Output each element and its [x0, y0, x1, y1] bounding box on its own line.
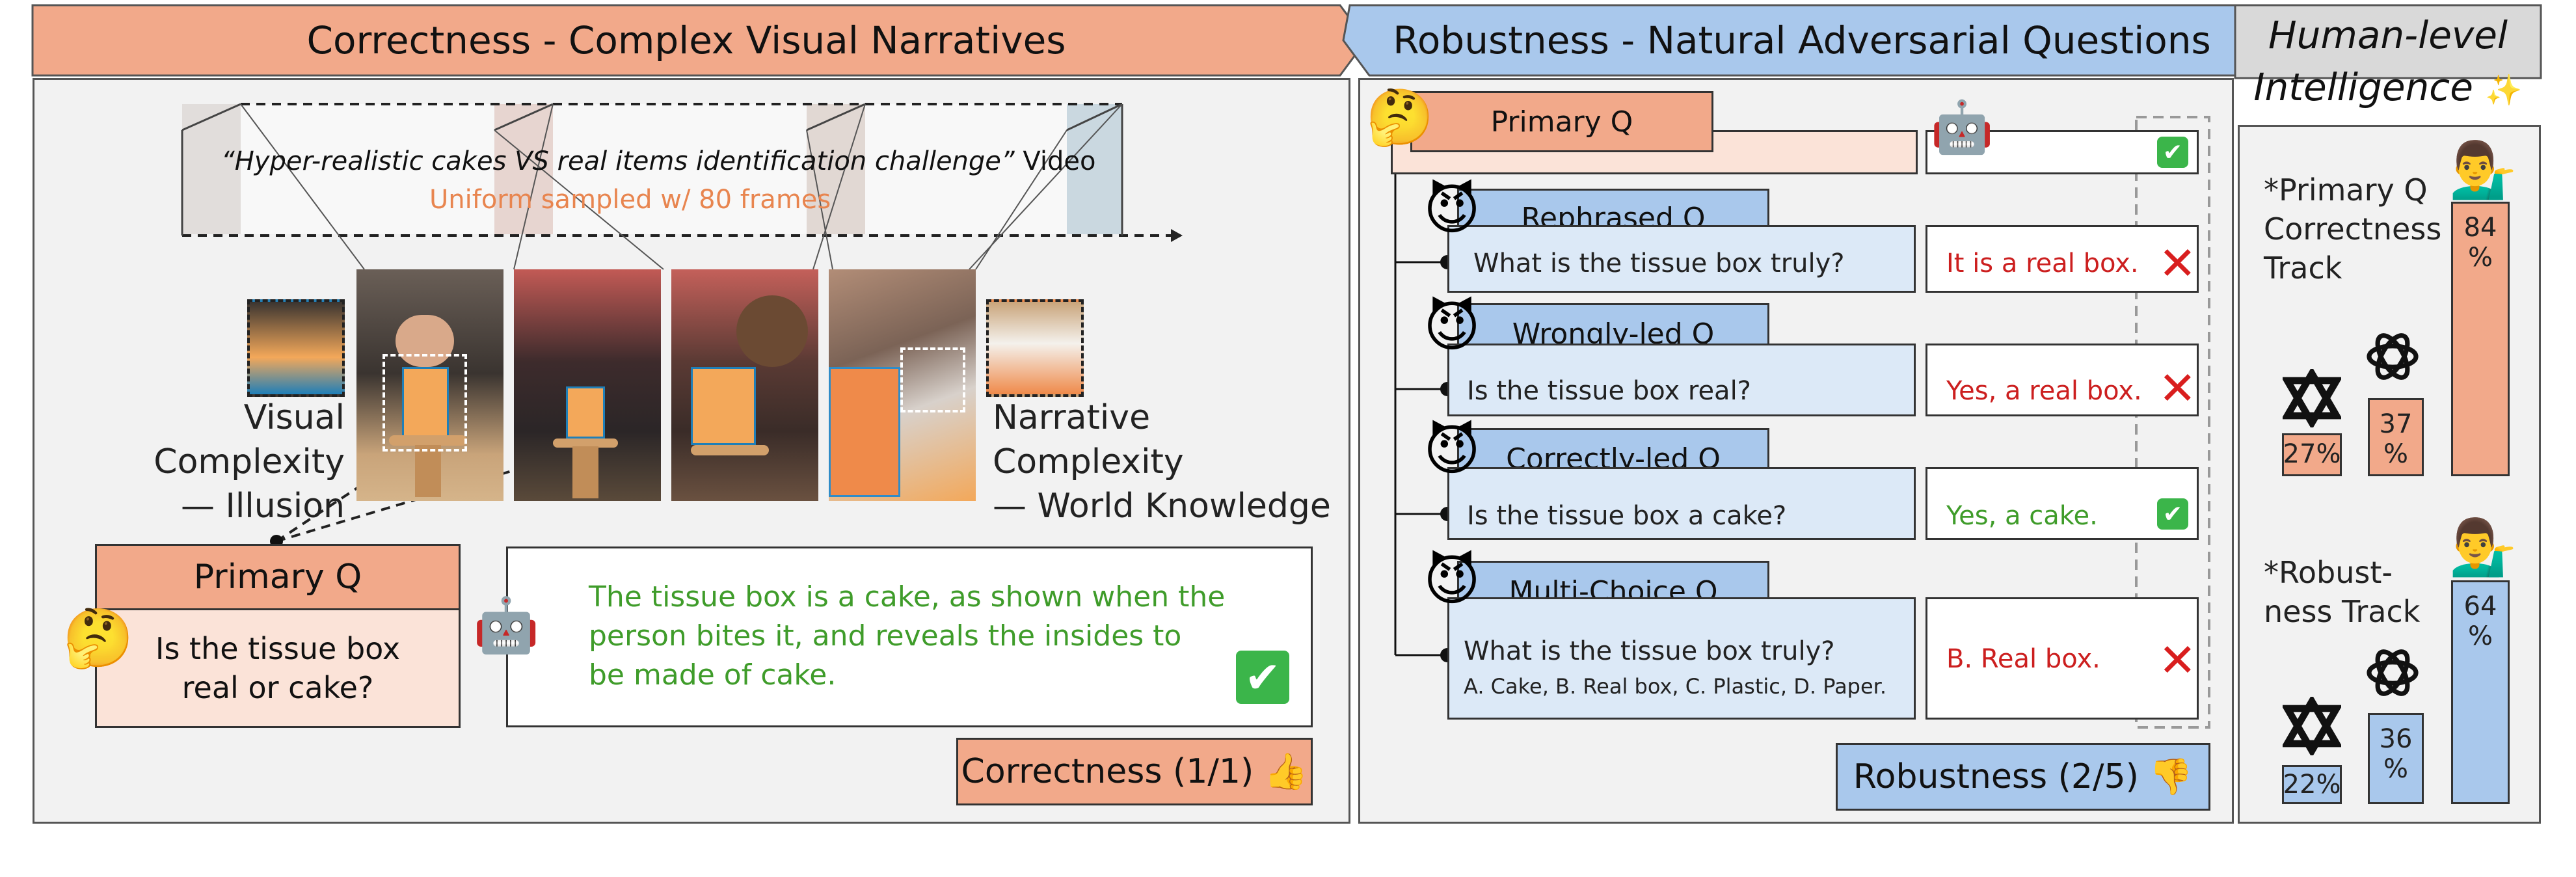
narrative-complexity-label: Narrative Complexity — World Knowledge — [993, 398, 1331, 526]
check-mark-icon: ✔ — [2157, 498, 2188, 530]
correctness-track-label: *Primary Q Correctness Track — [2264, 172, 2442, 286]
primary-q-body: Is the tissue box real or cake? — [95, 608, 461, 728]
correctness-result: Correctness (1/1)👍 — [956, 738, 1313, 805]
multi-choice-q-text: What is the tissue box truly? — [1464, 636, 1835, 666]
wrongly-led-answer-box — [1925, 344, 2199, 416]
wrongly-led-q-text: Is the tissue box real? — [1467, 376, 1751, 406]
correctness-bar-model-a: 27% — [2282, 433, 2342, 476]
correctness-bar-openai: 37 % — [2368, 398, 2424, 476]
robustness-track-label: *Robust- ness Track — [2264, 555, 2421, 629]
rephrased-answer-box — [1925, 225, 2199, 293]
multi-choice-answer-box — [1925, 597, 2199, 720]
visual-complexity-label: Visual Complexity — Illusion — [154, 398, 345, 526]
video-frame-2 — [514, 269, 661, 501]
primary-q-header: Primary Q — [95, 544, 461, 610]
human-level-header-box — [2234, 4, 2542, 79]
human-level-title-line1: Human-level — [2268, 13, 2508, 57]
model-a-logo-icon — [2279, 366, 2344, 431]
thumbs-down-icon: 👎 — [2149, 756, 2194, 797]
rephrased-answer: It is a real box. — [1946, 249, 2139, 278]
primary-answer-box — [1925, 130, 2199, 174]
smiling-devil-icon: 😈 — [1423, 418, 1481, 482]
correctly-led-q-text: Is the tissue box a cake? — [1467, 501, 1787, 531]
robust-primary-q-header: Primary Q — [1410, 91, 1713, 152]
video-frame-4 — [829, 269, 976, 501]
sparkle-icon: ✨ — [2485, 72, 2523, 107]
openai-logo-icon — [2360, 640, 2425, 705]
check-mark-icon: ✔ — [2157, 137, 2188, 168]
correctness-header-arrow — [31, 4, 1367, 77]
robot-icon: 🤖 — [472, 595, 540, 656]
cross-mark-icon: ✕ — [2158, 634, 2197, 687]
video-caption-suffix: Video — [1014, 146, 1096, 176]
thinking-face-icon: 🤔 — [1365, 85, 1434, 149]
smiling-devil-icon: 😈 — [1423, 548, 1481, 612]
cross-mark-icon: ✕ — [2158, 237, 2197, 290]
section-header-bars — [31, 4, 2542, 79]
robustness-result: Robustness (2/5)👎 — [1836, 743, 2210, 811]
video-caption-title: “Hyper-realistic cakes VS real items ide… — [221, 146, 1015, 176]
rephrased-q-text: What is the tissue box truly? — [1473, 249, 1845, 278]
narrative-complexity-zoom — [986, 299, 1084, 397]
video-frame-1 — [356, 269, 503, 501]
wrongly-led-q-body — [1447, 344, 1916, 416]
video-frame-3 — [671, 269, 818, 501]
rephrased-q-body — [1447, 225, 1916, 293]
correctness-title: Correctness - Complex Visual Narratives — [306, 18, 1066, 62]
human-level-title: Human-level Intelligence ✨ — [2235, 9, 2541, 120]
visual-complexity-zoom — [247, 299, 345, 397]
smiling-devil-icon: 😈 — [1423, 178, 1481, 241]
correctly-led-q-body — [1447, 467, 1916, 540]
thumbs-up-icon: 👍 — [1264, 751, 1308, 792]
model-a-logo-icon — [2279, 694, 2344, 759]
multi-choice-options: A. Cake, B. Real box, C. Plastic, D. Pap… — [1464, 674, 1887, 699]
openai-logo-icon — [2360, 324, 2425, 389]
verdict-dashed-frame — [2135, 116, 2210, 729]
correctness-bar-human: 84 % — [2451, 202, 2510, 476]
correctly-led-answer: Yes, a cake. — [1946, 501, 2098, 531]
robustness-title: Robustness - Natural Adversarial Questio… — [1393, 18, 2211, 62]
person-tipping-hand-icon: 💁‍♂️ — [2449, 137, 2517, 202]
model-answer: The tissue box is a cake, as shown when … — [589, 580, 1226, 692]
multi-choice-answer: B. Real box. — [1946, 644, 2100, 674]
thinking-face-icon: 🤔 — [62, 604, 134, 671]
correctly-led-answer-box — [1925, 467, 2199, 540]
check-mark-icon: ✔ — [1236, 651, 1289, 704]
answer-box — [506, 546, 1313, 727]
robot-icon: 🤖 — [1930, 98, 1994, 157]
human-level-title-line2: Intelligence ✨ — [2253, 65, 2523, 109]
wrongly-led-answer: Yes, a real box. — [1946, 376, 2142, 406]
sampled-frames-note: Uniform sampled w/ 80 frames — [429, 185, 831, 215]
cross-mark-icon: ✕ — [2158, 362, 2197, 415]
multi-choice-q-body — [1447, 597, 1916, 720]
person-tipping-hand-icon: 💁‍♂️ — [2449, 515, 2517, 579]
video-caption: “Hyper-realistic cakes VS real items ide… — [221, 146, 1095, 176]
robustness-bar-human: 64 % — [2451, 580, 2510, 804]
smiling-devil-icon: 😈 — [1423, 295, 1481, 358]
robustness-bar-openai: 36 % — [2368, 713, 2424, 804]
robustness-bar-model-a: 22% — [2282, 765, 2342, 804]
